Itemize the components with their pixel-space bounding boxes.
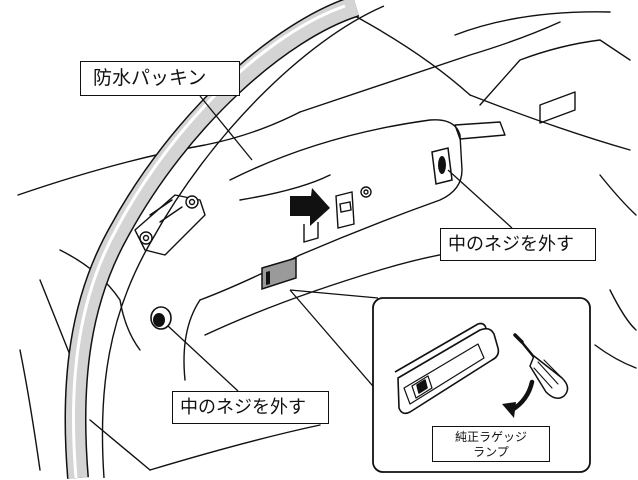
body-panel-upper-line bbox=[339, 7, 471, 96]
luggage-lamp-label: 純正ラゲッジ ランプ bbox=[432, 426, 550, 462]
body-edge bbox=[101, 5, 385, 479]
right-panel-lower bbox=[609, 289, 637, 331]
trim-panel-bottom bbox=[204, 249, 471, 336]
leader-lamp-lower bbox=[289, 289, 379, 393]
body-panel-upper-left bbox=[17, 111, 301, 196]
right-panel-lower2 bbox=[594, 344, 637, 369]
pull-direction-arrow bbox=[290, 188, 330, 226]
waterproof-packing bbox=[64, 0, 360, 479]
left-lower-panel2 bbox=[19, 349, 41, 471]
right-screw bbox=[431, 147, 453, 185]
screwdriver-icon bbox=[513, 333, 569, 399]
leader-lamp-upper bbox=[289, 289, 379, 299]
hinge-bracket bbox=[134, 194, 206, 256]
remove-screw-label-right: 中のネジを外す bbox=[440, 228, 596, 261]
right-panel-floor bbox=[599, 174, 637, 216]
leader-screw-left bbox=[167, 325, 239, 392]
luggage-lamp-label-line2: ランプ bbox=[473, 445, 509, 459]
right-panel-slot bbox=[539, 91, 576, 124]
left-contour bbox=[59, 249, 141, 351]
enlarged-lamp bbox=[394, 322, 500, 415]
remove-screw-label-left: 中のネジを外す bbox=[172, 391, 329, 424]
leader-screw-right bbox=[447, 169, 513, 229]
waterproof-packing-label: 防水パッキン bbox=[80, 61, 240, 96]
trim-panel-edge bbox=[239, 174, 331, 201]
right-panel-window bbox=[479, 39, 631, 106]
floor-line bbox=[149, 424, 321, 471]
right-panel-inner bbox=[469, 94, 631, 151]
luggage-lamp bbox=[261, 256, 297, 291]
hinge-bolts bbox=[139, 195, 199, 245]
panel-clips bbox=[335, 186, 372, 229]
rotation-arrow bbox=[502, 379, 535, 418]
floor-line2 bbox=[89, 419, 151, 471]
leader-packing bbox=[199, 95, 253, 161]
luggage-lamp-label-line1: 純正ラゲッジ bbox=[454, 430, 527, 444]
hinge-bracket-detail bbox=[149, 199, 183, 223]
right-panel-recess bbox=[454, 121, 506, 140]
left-screw bbox=[150, 306, 172, 330]
right-panel-edge bbox=[454, 11, 611, 36]
body-panel-upper-mid bbox=[299, 21, 561, 113]
trim-panel-lower bbox=[183, 299, 201, 381]
trim-panel bbox=[199, 119, 463, 301]
clip-hole bbox=[303, 222, 319, 243]
